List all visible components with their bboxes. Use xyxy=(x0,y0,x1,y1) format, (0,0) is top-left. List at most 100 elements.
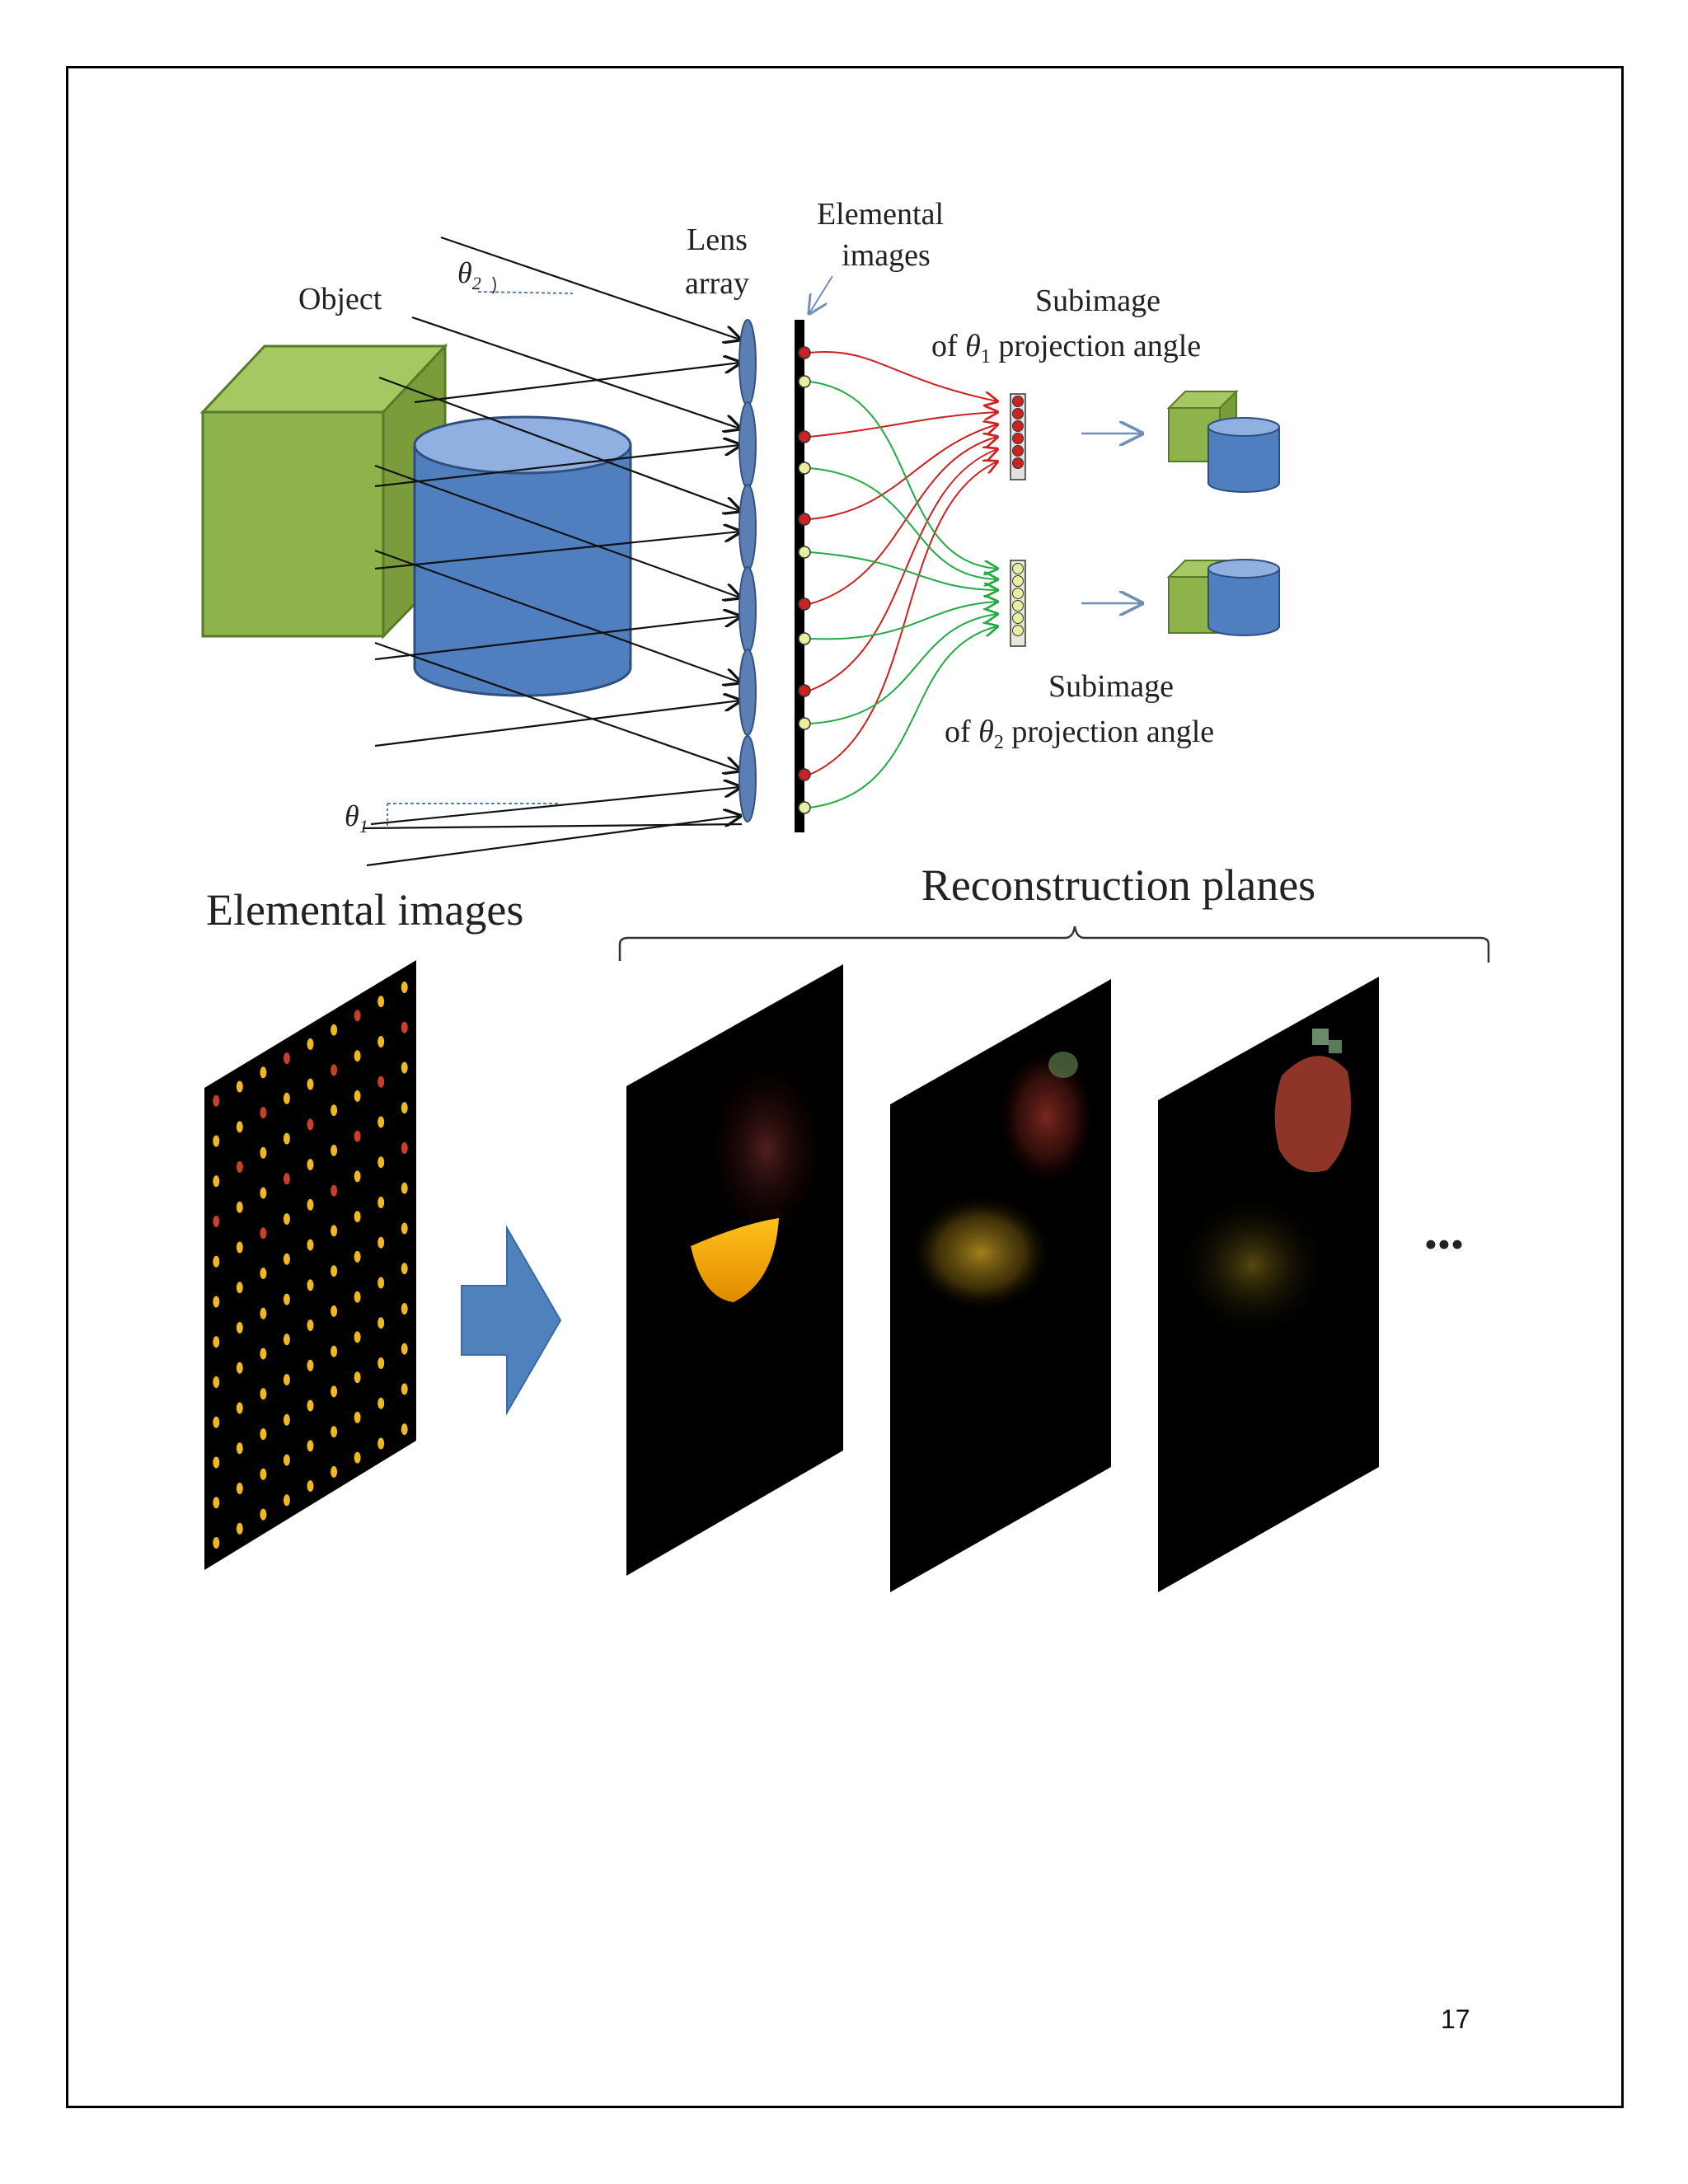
elemental-image-dot xyxy=(236,1483,243,1494)
elemental-image-dot xyxy=(401,1142,408,1154)
elemental-image-dot xyxy=(354,1050,361,1062)
lens-label-line2: array xyxy=(685,266,749,301)
elemental-image-dot xyxy=(283,1052,290,1065)
elemental-image-dot xyxy=(401,1021,408,1033)
cylinder-object xyxy=(413,415,632,697)
elemental-image-dot xyxy=(260,1388,267,1400)
elemental-image-dot xyxy=(283,1333,290,1346)
elemental-image-dot xyxy=(236,1322,243,1333)
elemental-image-dot xyxy=(283,1293,290,1305)
elemental-image-dot xyxy=(307,1279,314,1291)
elemental-image-dot xyxy=(283,1132,290,1145)
elemental-image-dot xyxy=(307,1480,314,1493)
elemental-image-dot xyxy=(354,1331,361,1343)
elemental-image-dot xyxy=(377,1116,385,1128)
elemental-image-dot xyxy=(307,1198,314,1211)
elemental-image-dot xyxy=(283,1092,290,1104)
elemental-image-dot xyxy=(377,1317,385,1329)
elemental-image-dot xyxy=(213,1255,220,1268)
red-mapping-curves xyxy=(809,351,997,776)
elemental-image-dot xyxy=(377,1076,385,1088)
elemental-image-dot xyxy=(331,1144,338,1156)
elemental-image-dot xyxy=(331,1426,338,1438)
elemental-image-dot xyxy=(354,1250,361,1263)
elemental-image-dot xyxy=(213,1537,220,1549)
elemental-image-dot xyxy=(213,1175,220,1188)
elemental-image-dot xyxy=(260,1268,267,1280)
elemental-image-dot xyxy=(307,1118,314,1131)
elemental-image-dot xyxy=(401,982,408,993)
theta1-result-view xyxy=(1166,389,1280,493)
elemental-image-dot xyxy=(213,1216,220,1227)
reconstruction-planes-title: Reconstruction planes xyxy=(921,860,1315,910)
elemental-image-dot xyxy=(260,1146,267,1159)
elemental-image-dot xyxy=(354,1211,361,1223)
subimage-theta1 xyxy=(1010,393,1026,480)
elemental-image-dot xyxy=(377,1277,385,1289)
elemental-image-dot xyxy=(236,1121,243,1133)
elemental-image-dot xyxy=(283,1454,290,1466)
elemental-image-dot xyxy=(283,1494,290,1507)
subimage2-line1: Subimage xyxy=(1048,669,1174,704)
elemental-image-dot xyxy=(213,1497,220,1509)
subimage2-line2: of θ2 projection angle xyxy=(945,715,1214,753)
elemental-image-dot xyxy=(260,1347,267,1360)
elemental-image-dot xyxy=(260,1508,267,1521)
elemental-image-dot xyxy=(331,1465,338,1478)
elemental-image-dot xyxy=(236,1402,243,1414)
elemental-image-dot xyxy=(331,1385,338,1398)
elemental-image-dot xyxy=(377,1036,385,1047)
elemental-image-dot xyxy=(354,1090,361,1102)
elemental-image-dot xyxy=(307,1078,314,1090)
elemental-image-dot xyxy=(236,1361,243,1374)
elemental-image-dot xyxy=(213,1135,220,1147)
elemental-image-dot xyxy=(401,1062,408,1074)
lens-array xyxy=(738,319,757,823)
elemental-image-dot xyxy=(331,1024,338,1036)
elemental-image-dot xyxy=(283,1413,290,1426)
elemental-label-line1: Elemental xyxy=(817,197,944,232)
elemental-image-dot xyxy=(331,1064,338,1076)
elemental-image-dot xyxy=(307,1359,314,1371)
elemental-image-dot xyxy=(307,1399,314,1412)
ellipsis: ••• xyxy=(1424,1223,1464,1265)
elemental-pointer-arrow xyxy=(809,275,833,313)
elemental-image-dot xyxy=(213,1336,220,1348)
elemental-image-dot xyxy=(401,1263,408,1275)
elemental-image-dot xyxy=(213,1456,220,1469)
elemental-image-dot xyxy=(377,1156,385,1169)
elemental-image-dot xyxy=(377,1236,385,1249)
elemental-image-dot xyxy=(401,1182,408,1194)
theta1-indicator xyxy=(387,803,560,827)
elemental-image-dot xyxy=(354,1291,361,1303)
elemental-image-dot xyxy=(283,1253,290,1265)
elemental-image-dot xyxy=(377,1357,385,1369)
elemental-image-dot xyxy=(213,1094,220,1107)
green-mapping-curves xyxy=(809,381,997,808)
elemental-image-dot xyxy=(401,1222,408,1235)
reconstruction-plane-3 xyxy=(1158,977,1379,1592)
elemental-image-dot xyxy=(331,1265,338,1277)
elemental-image-dot xyxy=(236,1442,243,1455)
elemental-images-title: Elemental images xyxy=(206,885,523,935)
elemental-image-plane xyxy=(795,320,804,832)
theta1-label: θ1 xyxy=(345,799,368,837)
process-arrow xyxy=(461,1225,562,1416)
elemental-image-dot xyxy=(307,1038,314,1050)
lens-label-line1: Lens xyxy=(687,223,748,257)
elemental-image-dot xyxy=(377,1397,385,1409)
elemental-image-dot xyxy=(331,1104,338,1117)
reconstruction-plane-1 xyxy=(626,964,843,1576)
elemental-image-dot xyxy=(401,1423,408,1436)
elemental-image-dot xyxy=(260,1227,267,1240)
elemental-image-dot xyxy=(401,1303,408,1315)
theta2-label: θ2 xyxy=(457,256,481,293)
elemental-image-dot xyxy=(354,1451,361,1464)
elemental-image-dot xyxy=(260,1066,267,1079)
elemental-image-dot xyxy=(260,1428,267,1441)
reconstruction-brace xyxy=(618,926,1490,963)
elemental-image-dot xyxy=(377,996,385,1008)
elemental-image-dot xyxy=(331,1305,338,1317)
subimage-theta2 xyxy=(1010,560,1026,647)
elemental-pixels xyxy=(798,346,811,814)
